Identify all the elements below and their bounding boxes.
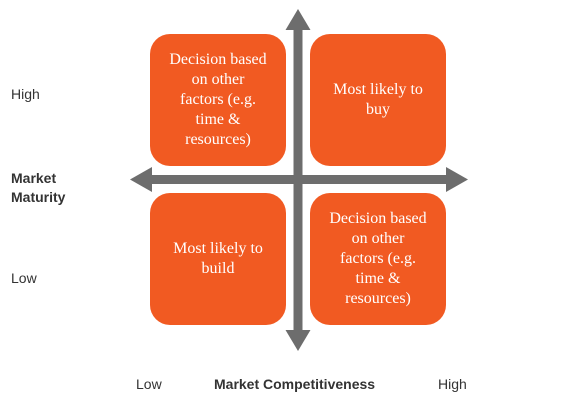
y-axis-title: Market Maturity [11,170,66,205]
quadrant-bottom-right-text: Decision based on other factors (e.g. ti… [329,210,427,307]
x-axis-title: Market Competitiveness [214,376,376,392]
quadrant-top-left-text: Decision based on other factors (e.g. ti… [169,51,267,148]
x-axis-high-label: High [438,376,467,392]
quadrant-bottom-left: Most likely to build [150,193,286,325]
quadrant-top-right-text: Most likely to buy [333,81,423,118]
vertical-axis-arrow [285,9,311,351]
quadrant-bottom-right: Decision based on other factors (e.g. ti… [310,193,446,325]
x-axis-low-label: Low [136,376,162,392]
quadrant-top-right: Most likely to buy [310,34,446,166]
quadrant-bottom-left-text: Most likely to build [173,240,263,277]
y-axis-low-label: Low [11,270,37,286]
y-axis-high-label: High [11,86,40,102]
quadrant-top-left: Decision based on other factors (e.g. ti… [150,34,286,166]
